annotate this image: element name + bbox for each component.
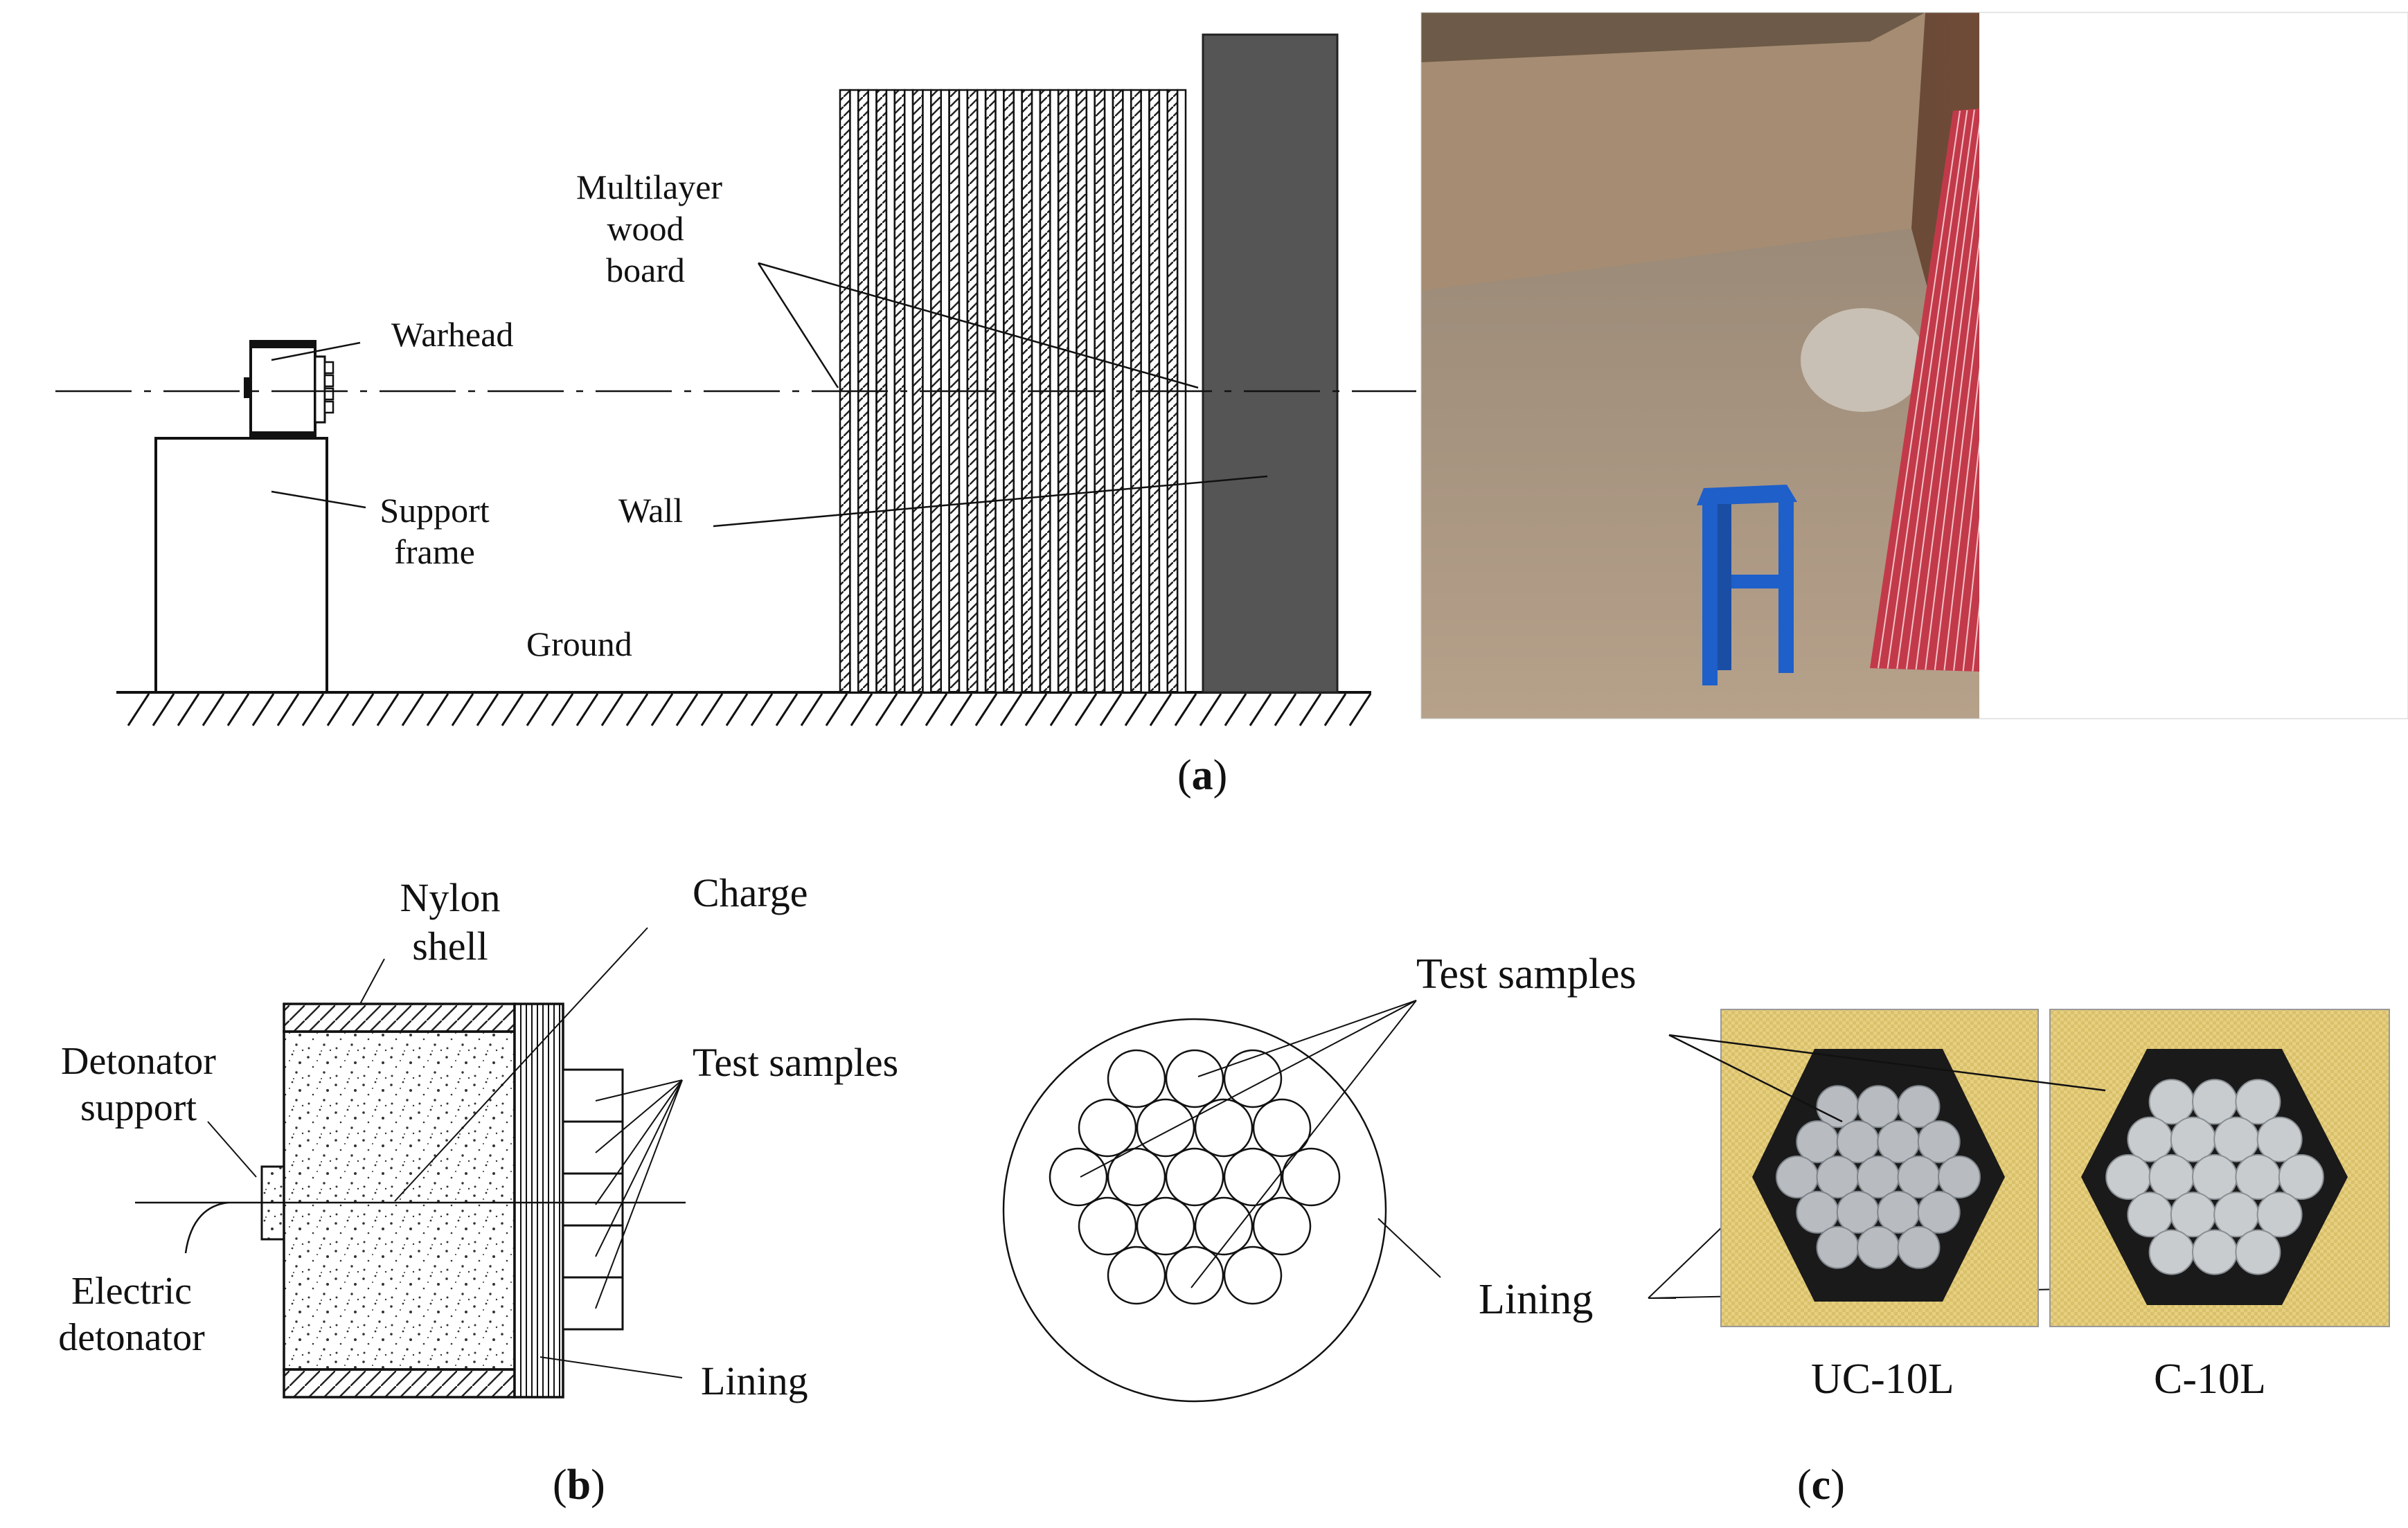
support-frame-shape xyxy=(154,437,328,694)
label-warhead: Warhead xyxy=(391,315,514,354)
label-test-samples-c: Test samples xyxy=(1416,951,1636,998)
panel-c-drawing xyxy=(1002,1000,2127,1403)
panel-a-drawing xyxy=(55,33,1416,726)
label-detonator-support-line1: Detonator xyxy=(61,1040,216,1083)
panel-b-drawing xyxy=(135,927,686,1399)
nylon-shell-top xyxy=(283,1003,516,1033)
label-multilayer-line1: Multilayer xyxy=(576,168,723,206)
sample-photo-c-10l xyxy=(2050,1009,2389,1327)
label-lining-b: Lining xyxy=(701,1358,808,1403)
panel-b-leaders xyxy=(207,927,683,1378)
label-electric-line2: detonator xyxy=(58,1316,205,1360)
test-site-photo xyxy=(1421,12,1979,719)
label-lining-c: Lining xyxy=(1479,1276,1594,1323)
ground-hatching xyxy=(127,693,1372,726)
blue-stool xyxy=(1697,485,1797,685)
wall-shape xyxy=(1202,33,1339,694)
label-nylon-line1: Nylon xyxy=(400,875,501,920)
label-ground: Ground xyxy=(526,624,632,663)
nylon-shell-bottom xyxy=(283,1368,516,1399)
sample-photo-uc-10l xyxy=(1721,1009,2038,1327)
caption-c: c xyxy=(1811,1462,1831,1509)
panel-a-leaders xyxy=(271,262,1268,528)
label-nylon-line2: shell xyxy=(412,923,488,969)
label-electric-line1: Electric xyxy=(71,1270,193,1313)
label-support-line1: Support xyxy=(380,491,490,530)
label-uc-10l: UC-10L xyxy=(1811,1356,1954,1403)
label-detonator-support-line2: support xyxy=(80,1086,197,1130)
label-multilayer-line3: board xyxy=(606,251,685,289)
caption-a: a xyxy=(1191,752,1213,799)
charge-shape xyxy=(283,1030,516,1371)
label-test-samples-b: Test samples xyxy=(693,1040,899,1085)
test-samples-shape xyxy=(562,1068,624,1331)
label-support-line2: frame xyxy=(394,532,475,571)
lining-shape xyxy=(513,1003,564,1399)
caption-b: b xyxy=(567,1462,591,1509)
label-charge: Charge xyxy=(693,870,808,915)
sample-circles xyxy=(1049,1049,1341,1305)
label-multilayer-line2: wood xyxy=(607,209,684,248)
label-wall: Wall xyxy=(618,491,684,530)
label-c-10l: C-10L xyxy=(2154,1356,2266,1403)
